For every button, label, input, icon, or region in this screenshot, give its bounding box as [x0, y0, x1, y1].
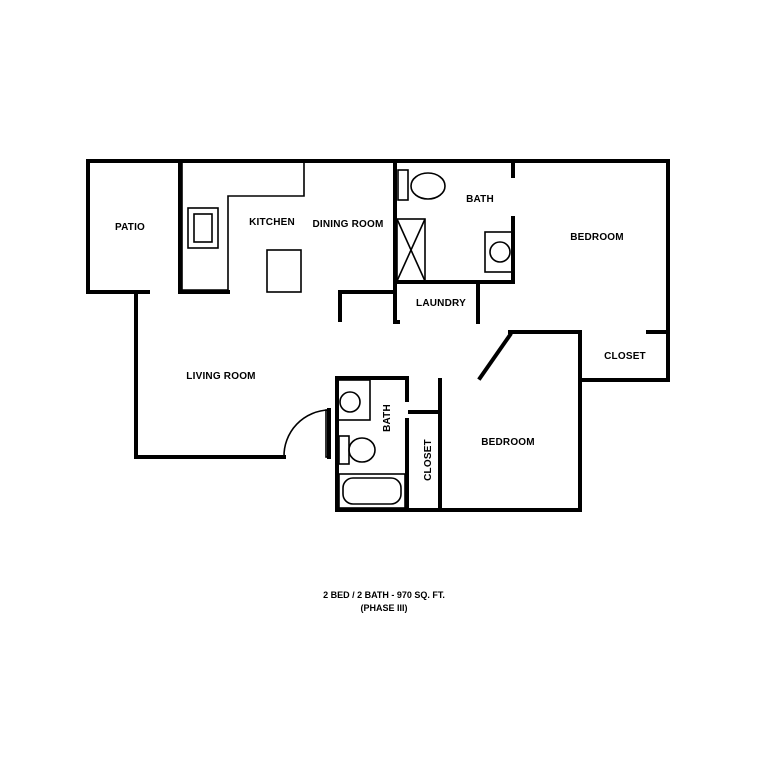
kitchen-counter	[181, 163, 305, 291]
plan-caption-phase: (PHASE III)	[360, 603, 408, 613]
sink-icon	[337, 379, 371, 421]
room-label-closet-bottom: CLOSET	[423, 439, 434, 481]
plan-caption-title: 2 BED / 2 BATH - 970 SQ. FT.	[323, 590, 445, 600]
room-label-patio: PATIO	[115, 222, 145, 233]
room-label-bath-bottom: BATH	[382, 404, 393, 432]
door-swing	[283, 409, 331, 458]
room-label-kitchen: KITCHEN	[249, 217, 295, 228]
walls	[86, 159, 670, 512]
room-label-bedroom-top: BEDROOM	[570, 232, 624, 243]
kitchen-island	[266, 249, 302, 293]
toilet-icon	[338, 435, 376, 465]
room-label-bedroom-bottom: BEDROOM	[481, 437, 535, 448]
toilet-icon	[397, 169, 446, 201]
sink-icon	[484, 231, 514, 273]
shower	[396, 218, 426, 282]
room-label-closet-right: CLOSET	[604, 351, 646, 362]
bathtub-icon	[338, 473, 406, 509]
room-label-laundry: LAUNDRY	[416, 298, 466, 309]
room-label-dining-room: DINING ROOM	[312, 219, 383, 230]
room-label-bath-top: BATH	[466, 194, 494, 205]
room-label-living-room: LIVING ROOM	[186, 371, 255, 382]
